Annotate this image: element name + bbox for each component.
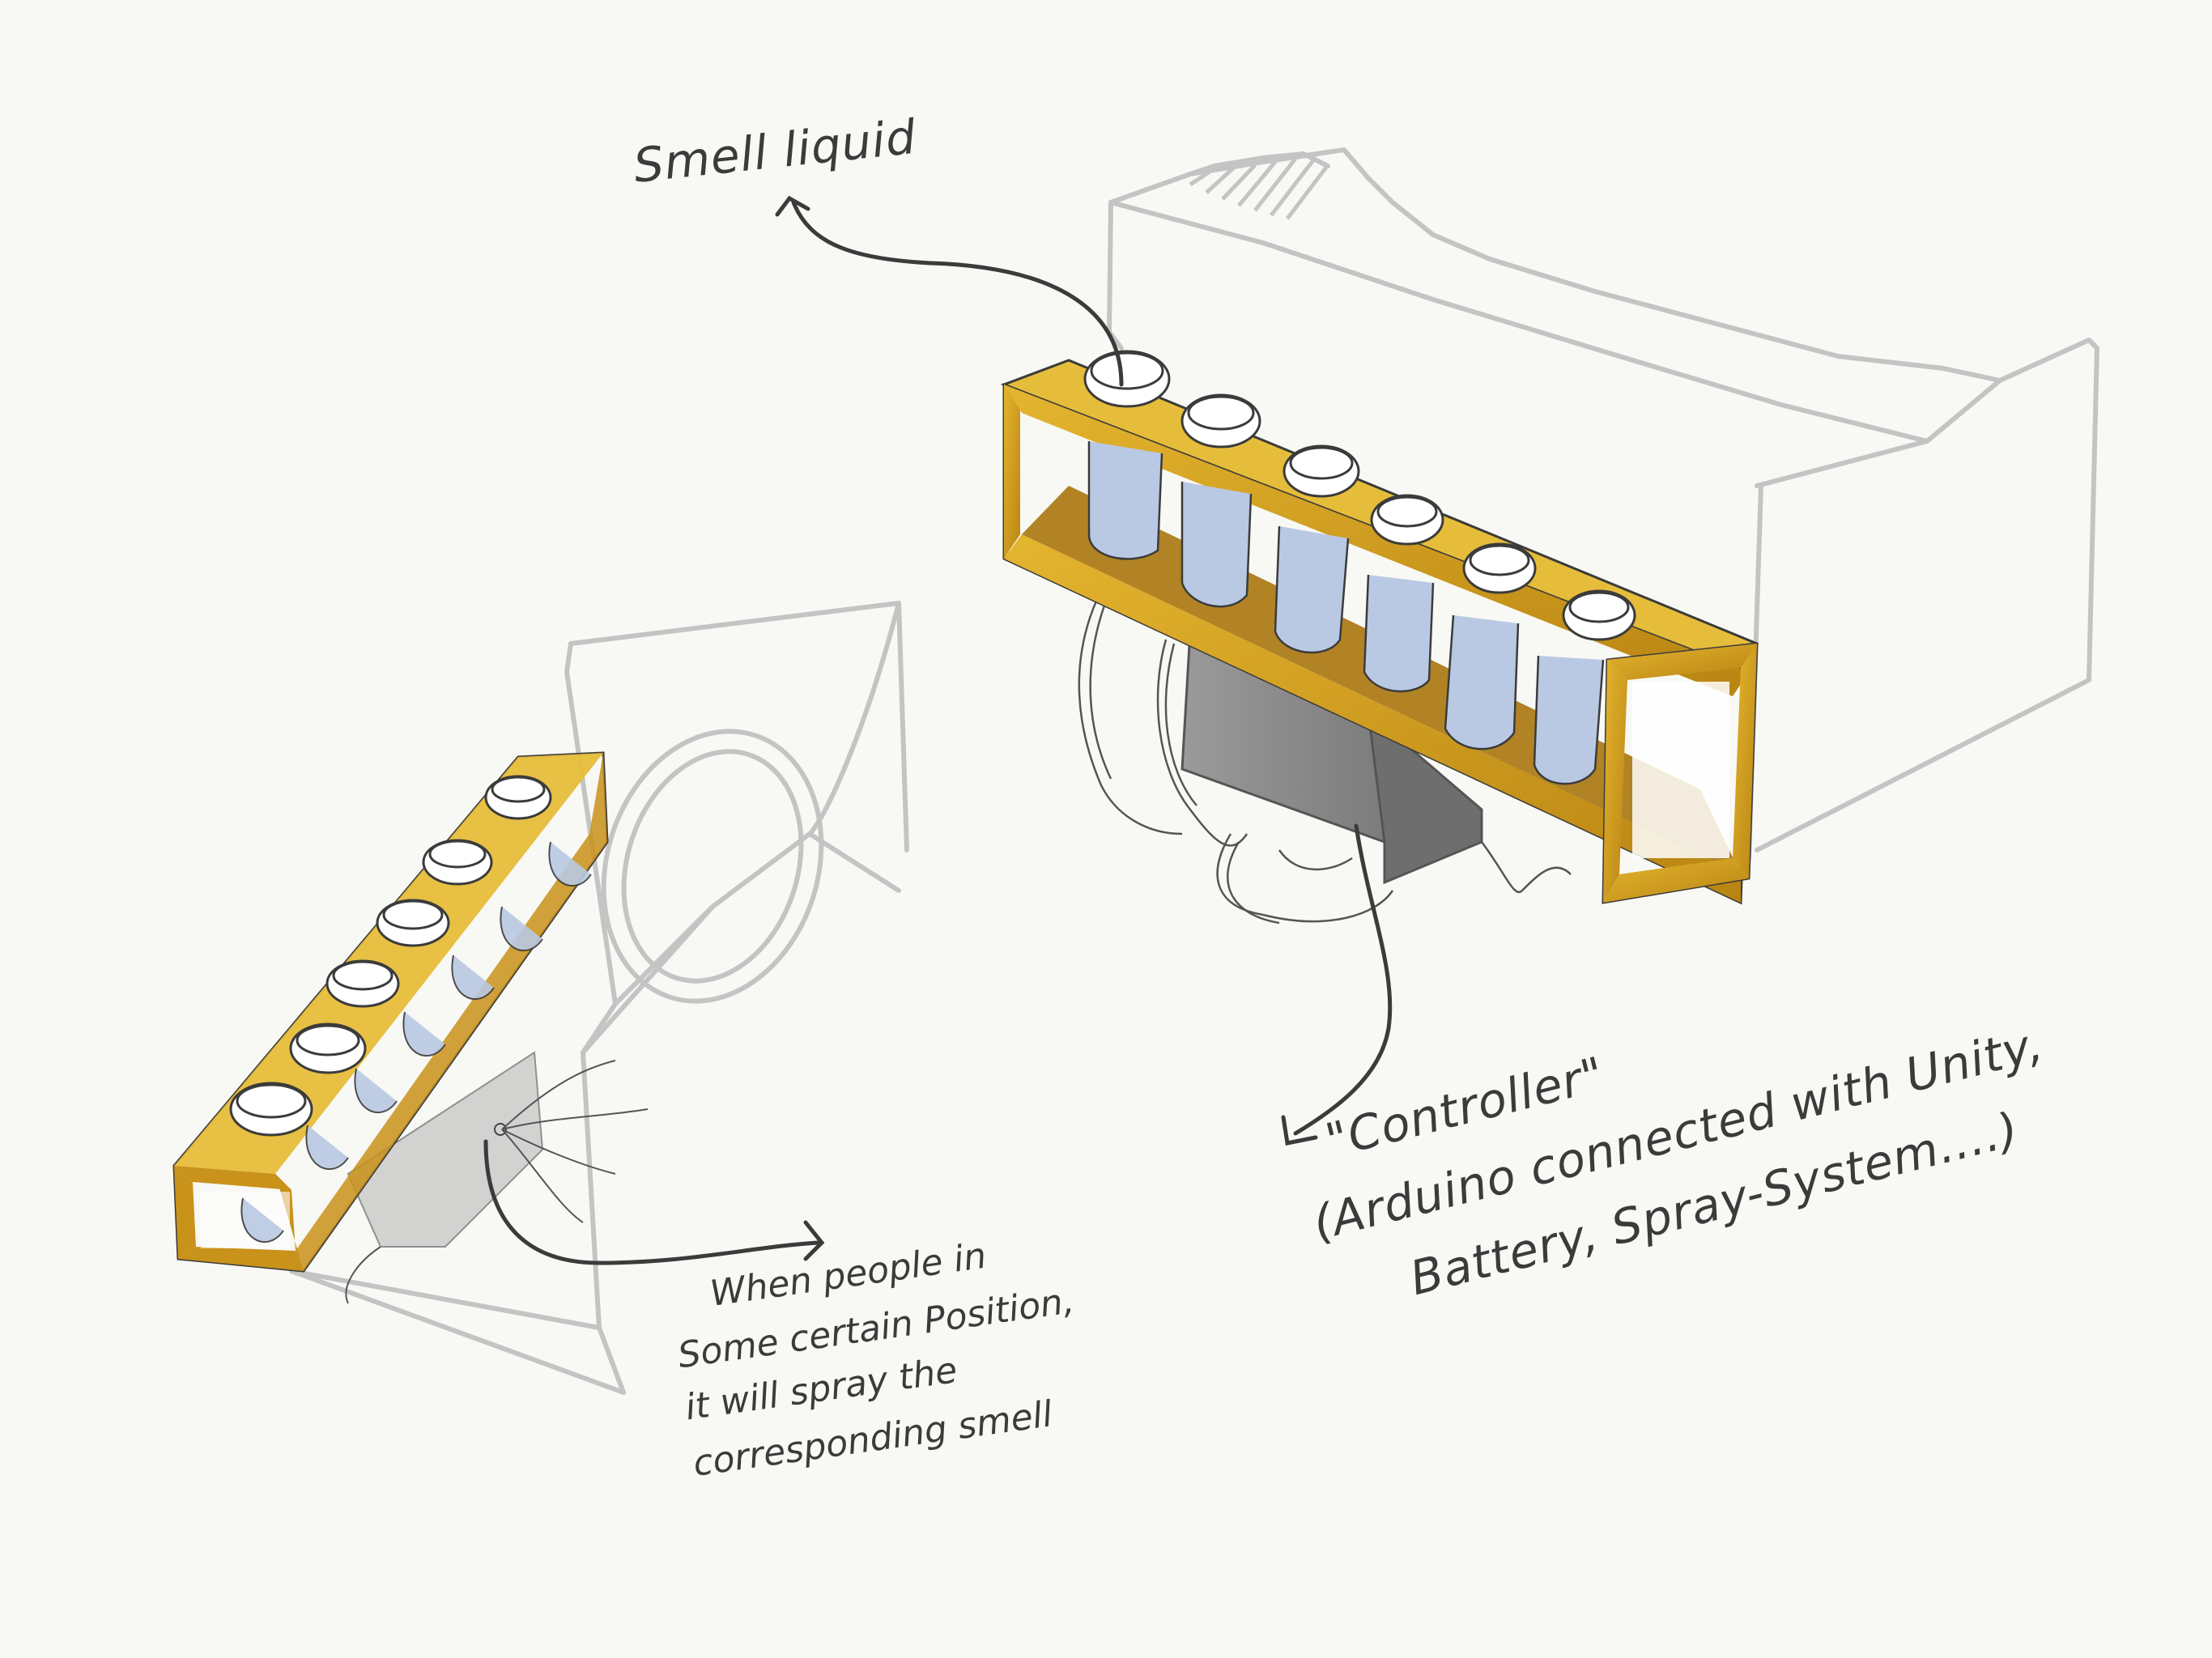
tube-r3 [1274, 525, 1350, 654]
wires-left [345, 1060, 649, 1304]
jar-top-r2 [1180, 393, 1261, 449]
jar-top-l2 [289, 1022, 367, 1074]
jar-top-r5 [1462, 542, 1537, 594]
tube-r2 [1180, 482, 1253, 608]
jar-top-r1 [1083, 350, 1171, 408]
lens-left [601, 729, 824, 1004]
arrow-smell-liquid [791, 200, 1124, 387]
jar-top-r6 [1562, 589, 1636, 641]
controller-annotation: "Controller" (Arduino connected with Uni… [1308, 1016, 2048, 1306]
wires-right [1078, 598, 1572, 925]
vr-headset-left [289, 601, 909, 1395]
spray-note: When people in Some certain Position, it… [675, 1235, 1077, 1485]
jar-top-r3 [1283, 444, 1360, 498]
jar-top-r4 [1370, 494, 1444, 546]
jar-tops-right [1083, 350, 1636, 641]
arrow-spray [483, 1139, 820, 1265]
arrow-controller [1293, 823, 1393, 1136]
arrows [483, 195, 1393, 1265]
jar-tops-left [229, 775, 552, 1137]
smell-liquid-label: Smell liquid [631, 109, 919, 193]
tube-r6 [1533, 655, 1605, 785]
smell-rack-left [172, 751, 609, 1273]
smell-tubes-right [1087, 441, 1605, 785]
jar-top-l1 [229, 1082, 313, 1137]
controller-box-right [1180, 629, 1483, 885]
smell-tubes-left [240, 841, 592, 1244]
tube-r4 [1363, 574, 1435, 693]
tube-r1 [1087, 441, 1163, 560]
vent-hatch [1189, 155, 1329, 220]
tube-r5 [1444, 614, 1520, 750]
